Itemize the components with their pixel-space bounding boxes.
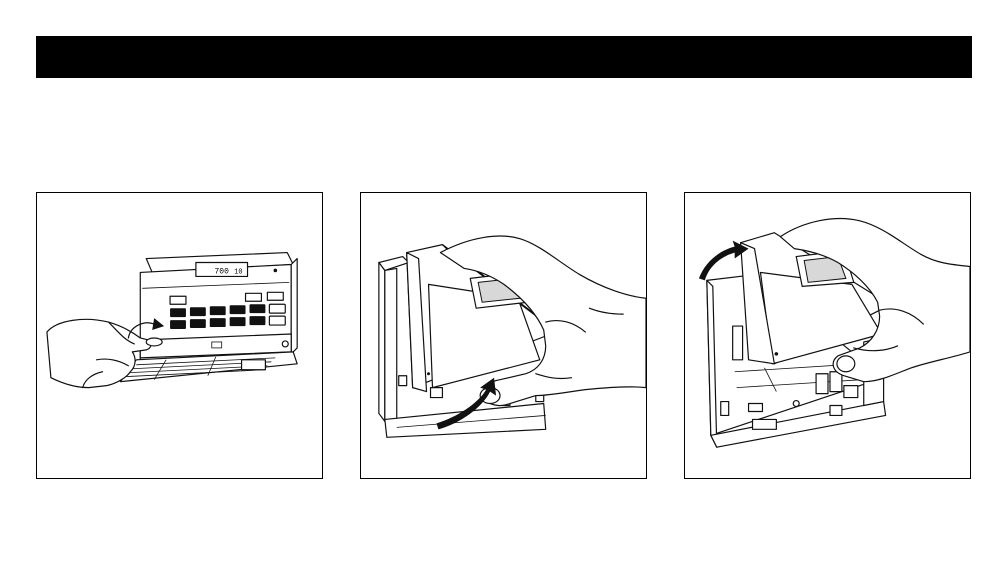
- figure-panel-1: 700 10: [36, 192, 323, 479]
- figure-panel-2: [360, 192, 647, 479]
- display-right-reading: 10: [234, 268, 242, 276]
- figure-panel-3: [684, 192, 971, 479]
- thermostat-lift-illustration: [685, 193, 970, 478]
- thermostat-tilt-illustration: [361, 193, 646, 478]
- thermostat-door-illustration: 700 10: [37, 193, 322, 478]
- header-bar: [36, 36, 972, 78]
- display-left-reading: 700: [215, 267, 230, 276]
- curved-arrow-icon: [699, 241, 749, 281]
